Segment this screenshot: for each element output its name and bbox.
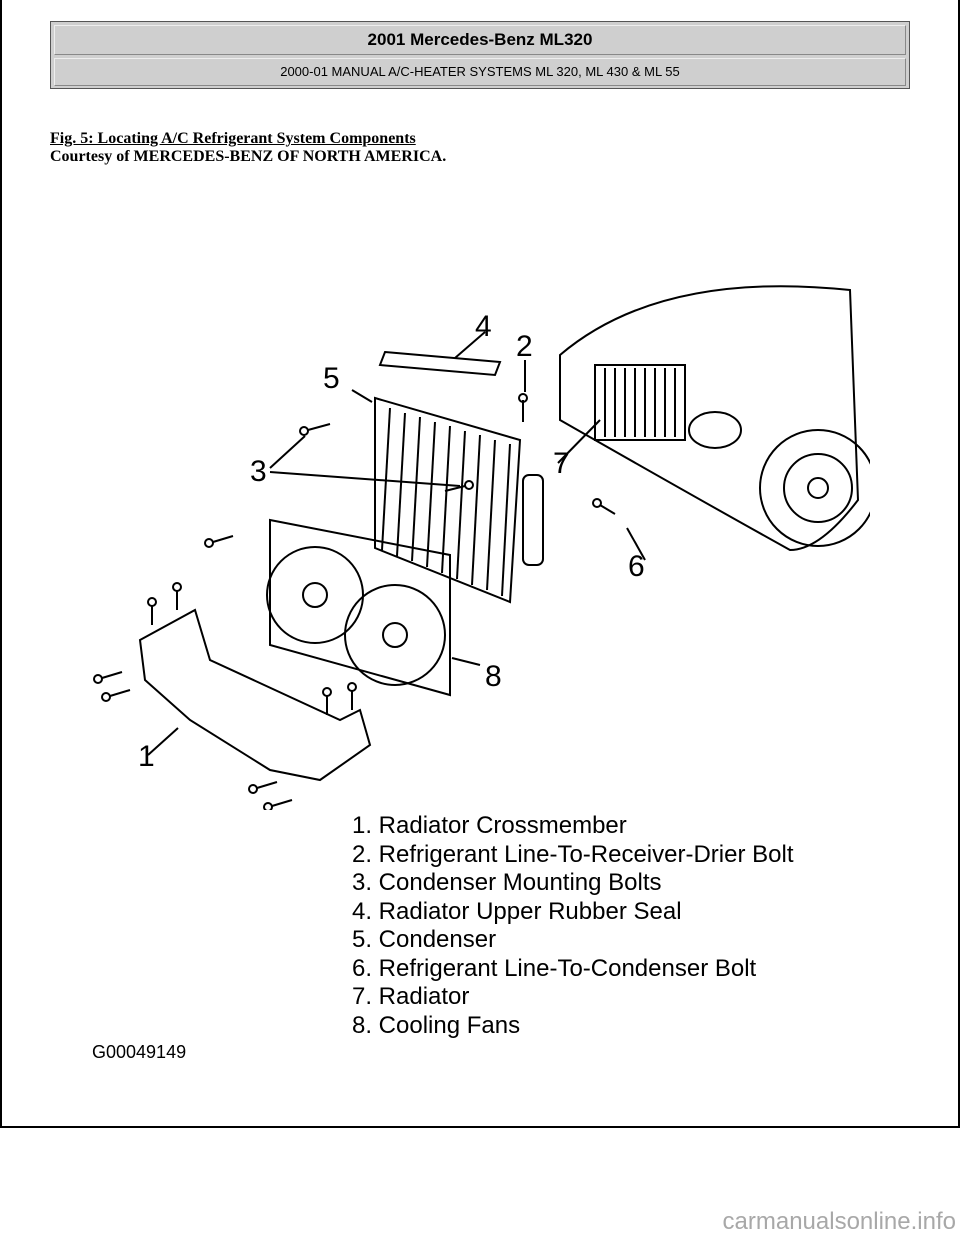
callout-8: 8 (485, 660, 502, 693)
callout-5: 5 (323, 362, 340, 395)
cooling-fan-right (344, 584, 446, 686)
front-wheel (759, 429, 870, 547)
radiator-crossmember (138, 608, 372, 782)
legend-item: 3. Condenser Mounting Bolts (352, 869, 662, 896)
callout-3: 3 (250, 455, 267, 488)
callout-2: 2 (516, 330, 533, 363)
upper-rubber-seal (378, 350, 502, 377)
callout-7: 7 (553, 447, 570, 480)
leader-lines (147, 331, 646, 756)
callout-4: 4 (475, 310, 492, 343)
component-legend: 1. Radiator Crossmember 2. Refrigerant L… (352, 812, 794, 1040)
header-subtitle: 2000-01 MANUAL A/C-HEATER SYSTEMS ML 320… (54, 58, 906, 86)
figure-courtesy: Courtesy of MERCEDES-BENZ OF NORTH AMERI… (50, 148, 447, 165)
legend-item: 8. Cooling Fans (352, 1011, 521, 1039)
cooling-fan-left (266, 546, 364, 644)
legend-item: 2. Refrigerant Line-To-Receiver-Drier Bo… (352, 840, 794, 868)
receiver-drier (522, 474, 544, 566)
header-title: 2001 Mercedes-Benz ML320 (54, 25, 906, 55)
fan-shroud (266, 518, 451, 697)
condenser (374, 396, 522, 604)
legend-item: 6. Refrigerant Line-To-Condenser Bolt (352, 954, 757, 982)
callout-6: 6 (628, 550, 645, 583)
legend-item: 5. Condenser (352, 926, 497, 953)
vehicle-front (559, 285, 870, 552)
legend-item: 7. Radiator (352, 983, 470, 1010)
document-header: 2001 Mercedes-Benz ML320 2000-01 MANUAL … (50, 21, 910, 89)
figure-caption: Fig. 5: Locating A/C Refrigerant System … (50, 130, 416, 147)
radiator (594, 364, 686, 441)
legend-item: 1. Radiator Crossmember (352, 812, 627, 839)
watermark: carmanualsonline.info (722, 1208, 956, 1235)
page-frame (0, 0, 960, 1128)
bolts (93, 393, 616, 810)
image-id: G00049149 (92, 1042, 187, 1062)
component-diagram (93, 285, 870, 810)
callout-1: 1 (138, 740, 155, 773)
legend-item: 4. Radiator Upper Rubber Seal (352, 897, 682, 925)
